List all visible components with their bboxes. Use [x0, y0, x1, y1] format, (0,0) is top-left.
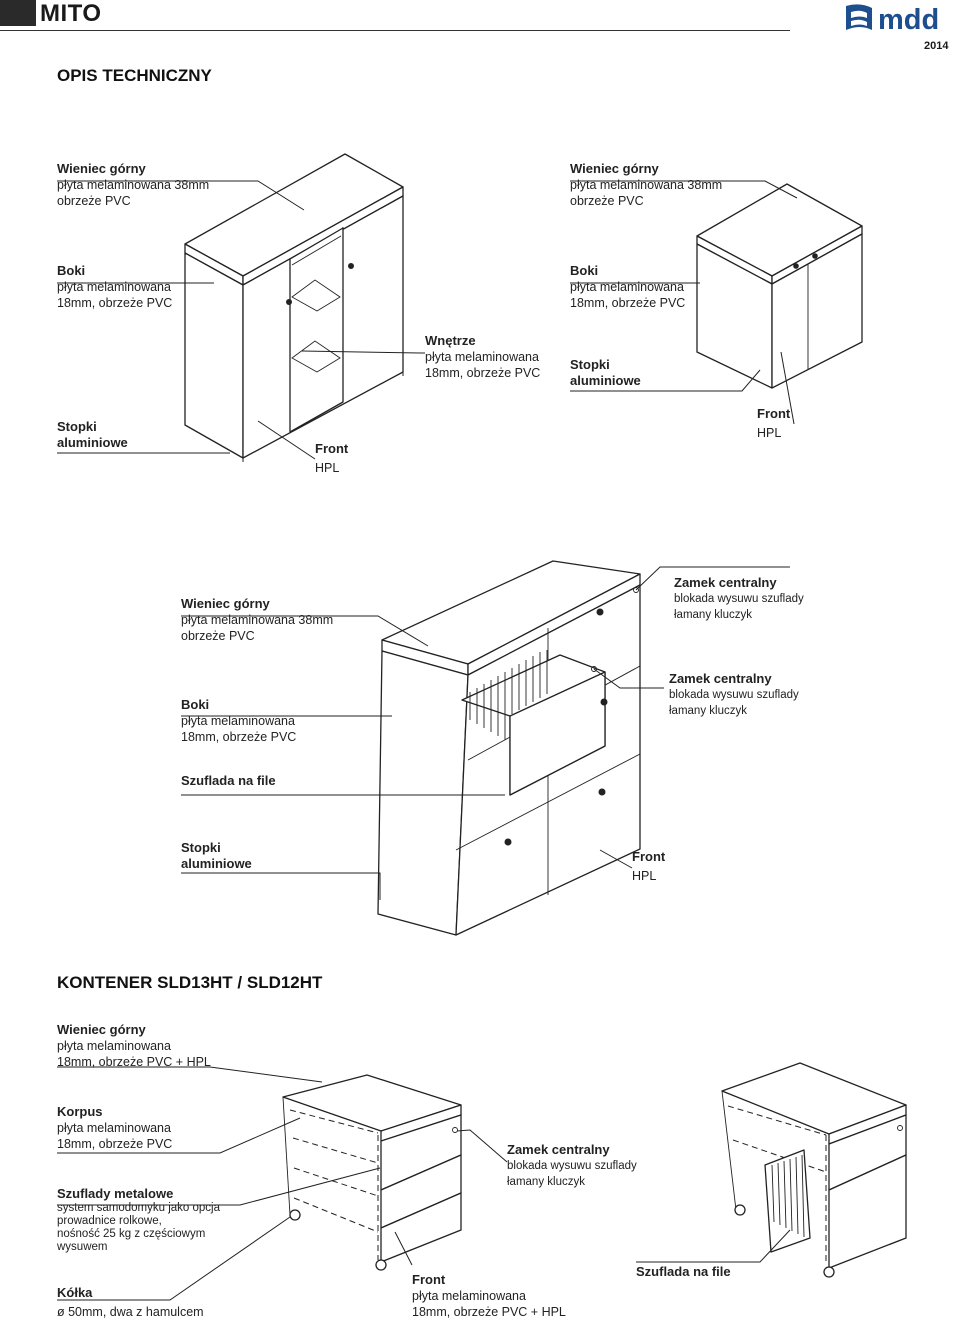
header-tab	[0, 0, 36, 26]
filing-cabinet-drawing	[181, 560, 790, 936]
label-file-drawer: Szuflada na file	[181, 773, 276, 788]
label-feet-right: Stopki aluminiowe	[570, 357, 641, 388]
tall-cabinet-drawing	[57, 153, 425, 462]
header-divider	[0, 30, 790, 31]
low-cabinet-drawing	[570, 180, 863, 425]
label-feet-left: Stopki aluminiowe	[57, 419, 128, 450]
mdd-logo: mdd	[846, 4, 939, 36]
pedestal-file-drawer-drawing	[636, 1062, 907, 1278]
brand-name: MITO	[40, 0, 102, 27]
pedestal-three-drawer-drawing	[57, 1066, 508, 1301]
label-filing-feet: Stopki aluminiowe	[181, 840, 252, 871]
section-title-technical: OPIS TECHNICZNY	[57, 66, 212, 85]
label-pedestal-file-drawer: Szuflada na file	[636, 1264, 731, 1279]
year-label: 2014	[924, 40, 949, 52]
section-title-container: KONTENER SLD13HT / SLD12HT	[57, 973, 323, 992]
svg-text:mdd: mdd	[878, 4, 939, 36]
